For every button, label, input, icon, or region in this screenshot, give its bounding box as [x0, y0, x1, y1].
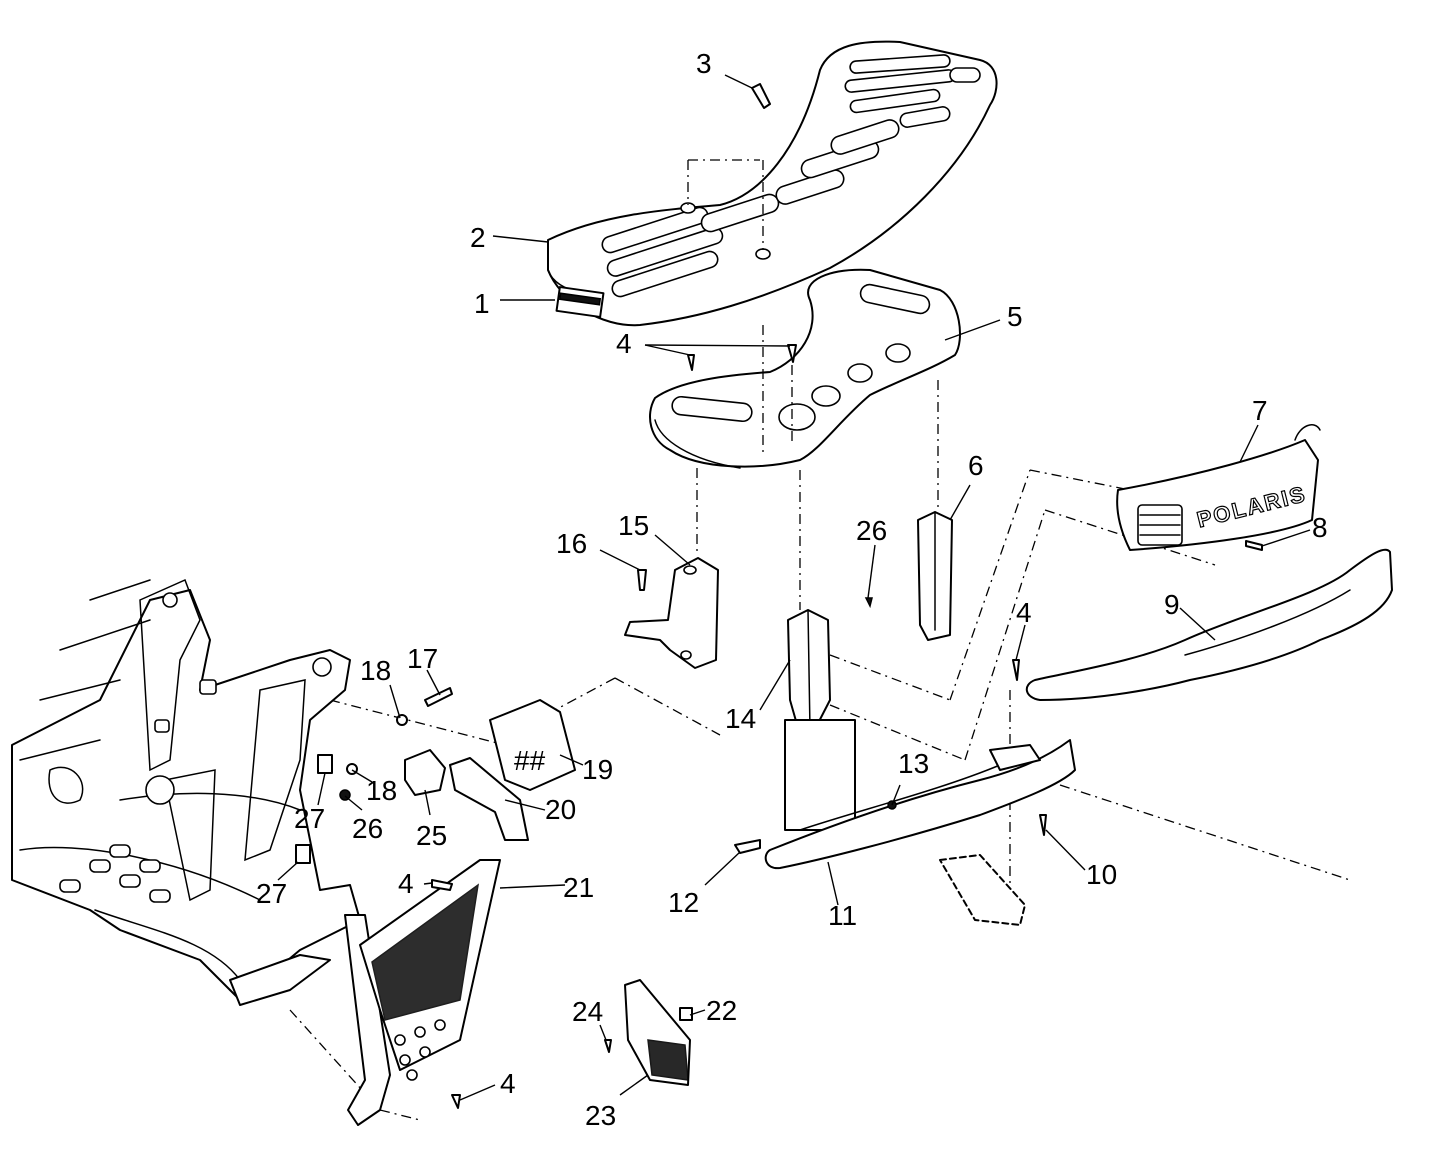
post-plate [784, 719, 856, 831]
brush-guard [344, 859, 501, 1126]
callout-23: 23 [585, 1100, 616, 1131]
callout-18-upper: 18 [360, 655, 391, 686]
rack-slots [601, 54, 981, 298]
front-grille: POLARIS [1116, 424, 1321, 551]
callout-4-upper: 4 [616, 328, 632, 359]
front-rack [547, 40, 998, 327]
callout-17: 17 [407, 643, 438, 674]
callout-27-upper: 27 [294, 803, 325, 834]
vehicle-frame [11, 578, 361, 1006]
arm-20 [449, 757, 529, 841]
screw-8 [1245, 540, 1263, 551]
screw-4a [687, 354, 695, 371]
rack-support-plate [649, 268, 961, 469]
callout-10: 10 [1086, 859, 1117, 890]
callout-26-upper: 26 [856, 515, 887, 546]
callout-6: 6 [968, 450, 984, 481]
side-shield-23 [624, 979, 691, 1086]
screw-4c [1012, 659, 1020, 681]
bolt-17 [424, 687, 453, 707]
callout-15: 15 [618, 510, 649, 541]
bolt-12 [734, 839, 761, 854]
clip-27b [295, 844, 311, 864]
callout-5: 5 [1007, 301, 1023, 332]
screw-4b [787, 344, 797, 363]
washer-18a [396, 714, 408, 726]
callout-3: 3 [696, 48, 712, 79]
bracket-6 [917, 511, 953, 641]
callout-16: 16 [556, 528, 587, 559]
bracket-15 [624, 557, 719, 669]
callout-7: 7 [1252, 395, 1268, 426]
callout-1: 1 [474, 288, 490, 319]
callout-4-right: 4 [1016, 597, 1032, 628]
callout-27-lower: 27 [256, 878, 287, 909]
screw-10 [1039, 814, 1047, 836]
callout-13: 13 [898, 748, 929, 779]
callout-19: 19 [582, 754, 613, 785]
spacer-25 [404, 749, 446, 796]
callout-25: 25 [416, 820, 447, 851]
callout-12: 12 [668, 887, 699, 918]
callout-2: 2 [470, 222, 486, 253]
screw-4e [451, 1094, 461, 1109]
light-19: ## [489, 699, 576, 791]
svg-text:##: ## [514, 745, 546, 776]
callout-26-lower: 26 [352, 813, 383, 844]
mounting-post [784, 609, 856, 831]
front-bumper [1025, 548, 1393, 701]
callout-4-bottom: 4 [500, 1068, 516, 1099]
callout-20: 20 [545, 794, 576, 825]
callout-22: 22 [706, 995, 737, 1026]
screw-26a [864, 597, 873, 609]
callout-21: 21 [563, 872, 594, 903]
callout-8: 8 [1312, 512, 1328, 543]
clip-27a [317, 754, 333, 774]
callout-24: 24 [572, 996, 603, 1027]
screw-3 [751, 83, 771, 109]
callout-18-lower: 18 [366, 775, 397, 806]
clip-22 [679, 1007, 693, 1021]
screw-4d [431, 879, 453, 891]
rack-plate-part [555, 286, 605, 318]
callout-9: 9 [1164, 589, 1180, 620]
callout-14: 14 [725, 703, 756, 734]
screw-16 [637, 569, 647, 591]
callout-11: 11 [828, 900, 857, 931]
callout-4-guard: 4 [398, 868, 414, 899]
lower-frame [764, 739, 1076, 926]
screw-24 [604, 1039, 612, 1053]
